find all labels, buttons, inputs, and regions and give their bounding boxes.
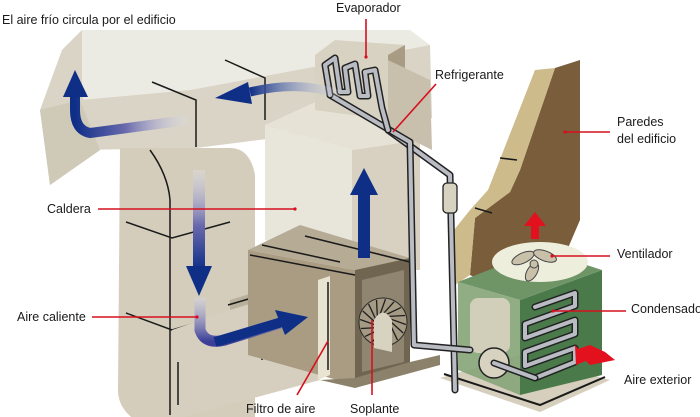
cold-air-arrow (248, 82, 342, 100)
condenser-coil (523, 291, 577, 380)
label-air-filter: Filtro de aire (246, 402, 316, 416)
cold-air-outlet-arrow (70, 95, 189, 139)
label-hot-air: Aire caliente (17, 310, 86, 324)
fan-blades-icon (511, 249, 557, 282)
label-walls-1: Paredes (617, 115, 664, 129)
building-wall (450, 60, 580, 285)
label-cold-air: El aire frío circula por el edificio (2, 13, 176, 27)
condenser-fan-disc (492, 242, 588, 282)
return-air-arrow (193, 170, 205, 270)
blower-vane (359, 318, 376, 326)
compressor (470, 298, 510, 353)
evaporator-coil (323, 56, 390, 132)
label-furnace: Caldera (47, 202, 91, 216)
wall-edge (450, 68, 555, 285)
outside-air-arrow (575, 345, 615, 365)
blower-vane (379, 298, 387, 315)
airflow-arrows (63, 70, 615, 365)
blower-vane (385, 306, 402, 316)
blower-vane (390, 321, 404, 334)
furnace-lower-top (248, 225, 410, 270)
blower-vane (375, 299, 378, 317)
label-condenser: Condensador (631, 302, 700, 316)
condenser-unit (440, 242, 610, 412)
heated-air-arrow (358, 190, 370, 258)
blower-vane (390, 318, 407, 326)
label-outside-air: Aire exterior (624, 373, 691, 387)
label-walls-2: del edificio (617, 132, 676, 146)
label-blower: Soplante (350, 402, 399, 416)
blower-vane (367, 303, 377, 320)
furnace (248, 40, 440, 388)
wall-face (470, 60, 580, 285)
filter-drier (442, 182, 458, 214)
blower-vane (362, 310, 376, 323)
exhaust-heat-arrow (524, 212, 546, 239)
blower-wheel (358, 297, 408, 352)
refrigerant-lines (321, 54, 474, 394)
blower-vane (388, 314, 406, 317)
duct-seam (151, 81, 197, 147)
label-fan: Ventilador (617, 247, 673, 261)
label-evaporator: Evaporador (336, 1, 401, 15)
label-refrigerant: Refrigerante (435, 68, 504, 82)
blower-vane (382, 301, 395, 315)
duct-seam (224, 59, 266, 120)
